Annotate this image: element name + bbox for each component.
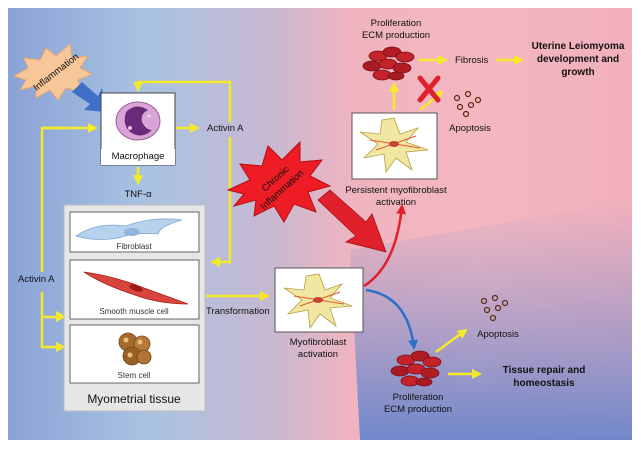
macrophage-cell-icon [115,101,161,141]
inflammation-arrow [72,82,106,112]
persistent-myofibroblast-icon [359,117,429,174]
myofibroblast-node [274,267,364,333]
transformation-label: Transformation [206,306,270,317]
stem-cell-icon [118,332,152,366]
uterine-line3: growth [561,67,594,78]
prolif-bottom-line2: ECM production [384,404,452,415]
fibroblast-label: Fibroblast [116,242,152,251]
uterine-line1: Uterine Leiomyoma [532,41,625,52]
arrow-left-branch [55,310,65,319]
myofibroblast-label-line1: Myofibroblast [290,337,347,348]
fibroblast-card: Fibroblast [69,211,200,253]
tissue-repair-line1: Tissue repair and [503,365,586,376]
arrow-activin-to-tissue [210,137,232,267]
apoptosis-top-label: Apoptosis [449,123,491,134]
uterine-line2: development and [537,54,619,65]
persistent-label-line2: activation [376,197,416,208]
chronic-inflammation-burst: Chronic Inflammation [226,140,332,223]
inflammation-burst: Inflammation [12,43,94,101]
apoptosis-dots-top-icon [453,90,482,118]
prolif-bottom-line1: Proliferation [393,392,444,403]
prolif-top-line2: ECM production [362,30,430,41]
arrow-persistent-to-apoptosis [419,90,444,111]
apoptosis-bottom-label: Apoptosis [477,329,519,340]
chronic-big-arrow [317,189,387,253]
myofibroblast-icon [283,273,353,330]
tissue-repair-line2: homeostasis [513,378,575,389]
macrophage-label: Macrophage [112,151,165,162]
cell-cluster-top-icon [362,46,415,81]
prolif-top-line1: Proliferation [371,18,422,29]
macrophage-node: Macrophage [100,92,176,166]
persistent-label-line1: Persistent myofibroblast [345,185,447,196]
apoptosis-dots-bottom-icon [480,294,509,322]
arrow-to-persistent [363,204,407,288]
blocked-x-mark [417,75,441,103]
myometrial-tissue-panel: Fibroblast Smooth muscle cell Stem cell … [63,204,206,412]
persistent-node [351,112,438,180]
arrow-to-bottom-proliferation [365,288,419,350]
cell-cluster-bottom-icon [390,350,442,387]
tnf-alpha-label: TNF-α [124,189,152,200]
arrow-to-apoptosis-bottom [435,328,468,354]
stem-cell-card: Stem cell [69,324,200,384]
activin-a-top-label: Activin A [207,123,244,134]
myometrial-tissue-label: Myometrial tissue [87,392,181,406]
smooth-muscle-card: Smooth muscle cell [69,259,200,320]
arrow-left-to-stemcell [40,292,66,352]
myofibroblast-label-line2: activation [298,349,338,360]
activin-a-left-label: Activin A [18,274,55,285]
smooth-muscle-label: Smooth muscle cell [99,307,169,316]
arrow-activin-to-macrophage [133,80,232,122]
stem-cell-label: Stem cell [118,371,151,380]
fibrosis-label: Fibrosis [455,55,489,66]
